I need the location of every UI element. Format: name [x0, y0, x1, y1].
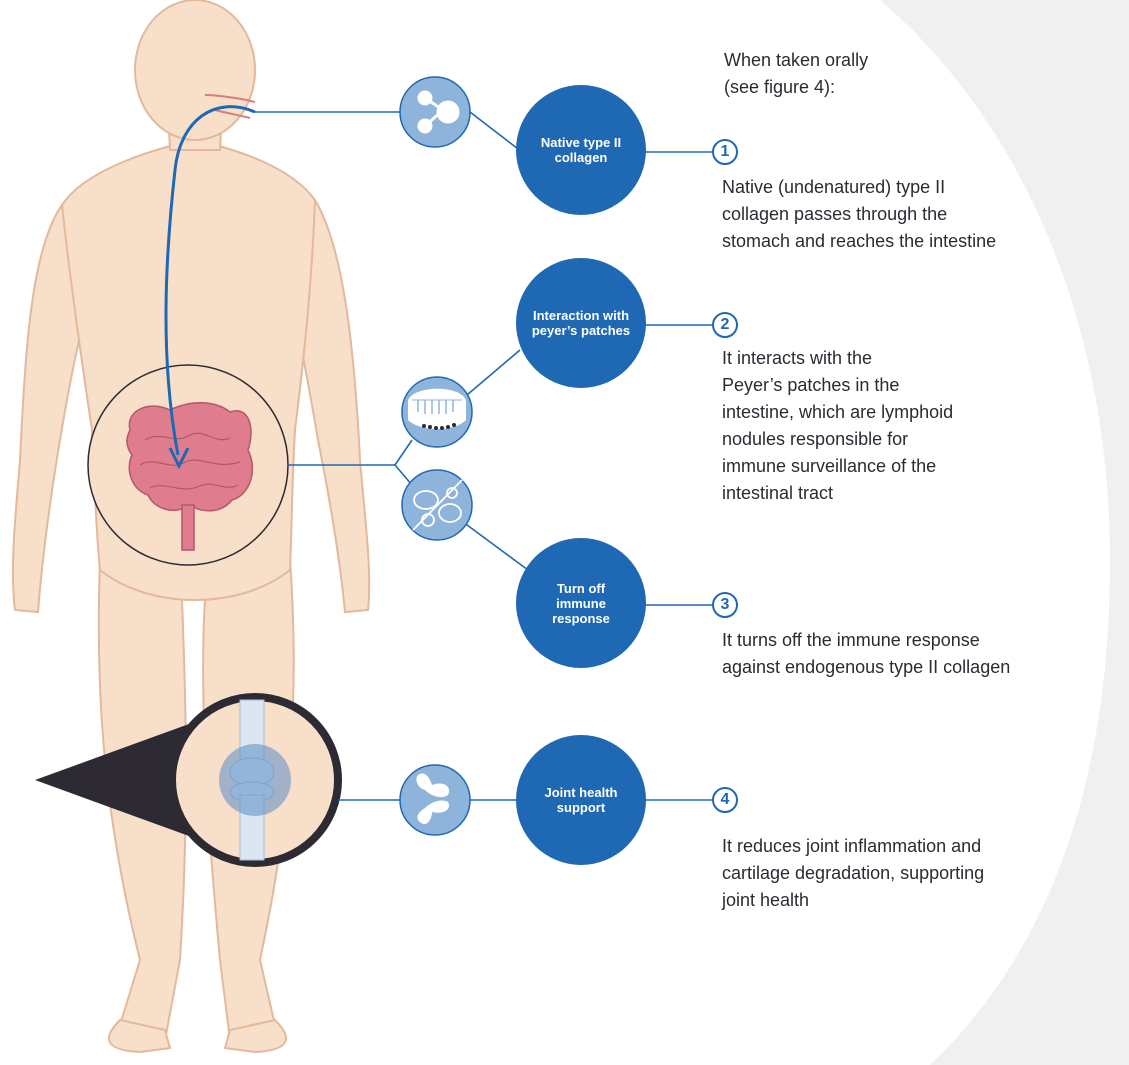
step-3-circle-label: Turn off immune response [531, 581, 631, 626]
step-4-circle: Joint health support [516, 735, 646, 865]
step-4-circle-label: Joint health support [531, 785, 631, 815]
step-3-number: 3 [712, 592, 738, 618]
intro-line-1: When taken orally [724, 47, 1024, 74]
step-4-text: It reduces joint inflammation and cartil… [722, 833, 1129, 914]
knee-joint-highlight [219, 744, 291, 816]
step-3-circle: Turn off immune response [516, 538, 646, 668]
step-4-number: 4 [712, 787, 738, 813]
step-1-text: Native (undenatured) type II collagen pa… [722, 174, 1129, 255]
joint-icon [400, 765, 470, 835]
intro-line-2: (see figure 4): [724, 74, 1024, 101]
step-1-circle-label: Native type II collagen [531, 135, 631, 165]
step-3-text: It turns off the immune response against… [722, 627, 1129, 681]
step-2-text: It interacts with the Peyer’s patches in… [722, 345, 1129, 507]
step-2-number: 2 [712, 312, 738, 338]
intro-text: When taken orally (see figure 4): [724, 47, 1024, 101]
step-2-circle: Interaction with peyer’s patches [516, 258, 646, 388]
step-1-circle: Native type II collagen [516, 85, 646, 215]
step-2-circle-label: Interaction with peyer’s patches [531, 308, 631, 338]
step-1-number: 1 [712, 139, 738, 165]
